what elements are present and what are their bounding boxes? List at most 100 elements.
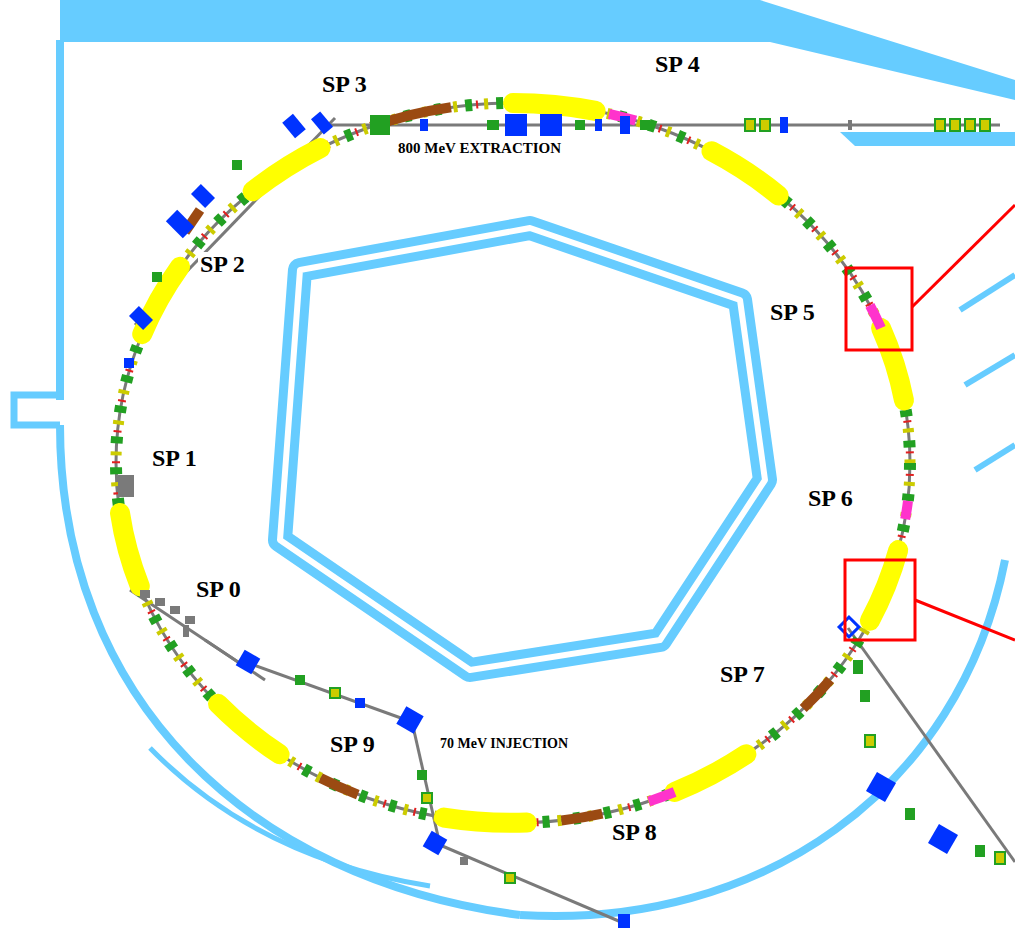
dipole-magnet bbox=[444, 818, 527, 823]
quadrupole bbox=[745, 119, 755, 131]
beam-lines bbox=[116, 103, 1015, 925]
monitor bbox=[183, 625, 189, 637]
quadrupole bbox=[975, 845, 985, 857]
quadrupole bbox=[417, 770, 427, 780]
rf-cavities bbox=[185, 107, 830, 820]
wall bbox=[60, 0, 1015, 100]
bending-magnet bbox=[505, 114, 527, 136]
bending-magnet bbox=[191, 184, 215, 208]
monitor bbox=[155, 598, 165, 606]
beamline-label: 800 MeV EXTRACTION bbox=[396, 141, 563, 157]
steering-magnet bbox=[780, 117, 788, 133]
superperiod-label: SP 1 bbox=[150, 446, 199, 471]
corrector-magnets bbox=[116, 103, 910, 823]
superperiod-label: SP 8 bbox=[610, 820, 659, 845]
highlight-boxes bbox=[845, 205, 1015, 640]
injection-line bbox=[205, 640, 265, 680]
superperiod-label: SP 5 bbox=[768, 300, 817, 325]
quadrupole bbox=[860, 690, 870, 702]
injection-line bbox=[412, 722, 440, 845]
bending-magnet bbox=[166, 210, 194, 238]
quadrupole bbox=[355, 698, 365, 708]
wall bbox=[960, 275, 1015, 310]
quadrupole-magnets bbox=[116, 103, 910, 823]
quadrupole bbox=[232, 160, 242, 170]
wall bbox=[520, 560, 1005, 916]
bending-magnet bbox=[423, 831, 448, 856]
quadrupole bbox=[950, 119, 960, 131]
dipole-magnet bbox=[675, 754, 747, 792]
monitor bbox=[460, 857, 468, 865]
superperiod-label: SP 4 bbox=[653, 52, 702, 77]
quadrupole bbox=[422, 793, 432, 803]
quadrupole bbox=[905, 808, 915, 820]
quadrupole bbox=[640, 120, 650, 130]
steering-magnet bbox=[618, 914, 630, 928]
steering-magnet bbox=[420, 119, 428, 131]
dipole-magnet bbox=[712, 151, 779, 195]
bending-magnet bbox=[311, 111, 333, 134]
inner-heptagon-core bbox=[280, 228, 765, 670]
quadrupole bbox=[295, 675, 305, 685]
dipole-magnet bbox=[120, 513, 140, 586]
quadrupole bbox=[152, 272, 162, 282]
bending-magnet bbox=[866, 772, 896, 802]
monitor bbox=[118, 475, 134, 497]
dipole-magnet bbox=[218, 704, 280, 754]
wall bbox=[56, 40, 64, 400]
building-walls bbox=[14, 0, 1015, 916]
dipole-magnets bbox=[120, 103, 904, 823]
dipole-magnet bbox=[881, 328, 904, 400]
highlight-box bbox=[845, 560, 915, 640]
steering-magnet bbox=[124, 358, 134, 368]
bending-magnet bbox=[282, 114, 306, 138]
kicker-magnet bbox=[649, 792, 675, 801]
monitor bbox=[140, 590, 150, 598]
quadrupole bbox=[980, 119, 990, 131]
quadrupole bbox=[865, 735, 875, 747]
superperiod-label: SP 9 bbox=[328, 732, 377, 757]
superperiod-label: SP 0 bbox=[194, 577, 243, 602]
wall bbox=[975, 445, 1015, 470]
wall bbox=[14, 395, 60, 425]
superperiod-label: SP 2 bbox=[198, 252, 247, 277]
bending-magnet bbox=[540, 114, 562, 136]
steering-magnet bbox=[595, 119, 602, 131]
monitor bbox=[170, 606, 180, 614]
kicker-magnet bbox=[905, 501, 908, 519]
quadrupole bbox=[330, 688, 340, 698]
quadrupole bbox=[965, 119, 975, 131]
extraction-line bbox=[330, 124, 1000, 127]
extraction-line-2 bbox=[848, 628, 1015, 862]
rf-cavity bbox=[561, 814, 602, 821]
inner-heptagon-wall bbox=[280, 228, 765, 670]
superperiod-label: SP 6 bbox=[806, 486, 855, 511]
injection-elements bbox=[118, 358, 630, 928]
monitor bbox=[848, 120, 852, 130]
leader-line bbox=[915, 600, 1015, 640]
injection-line bbox=[440, 845, 628, 925]
leader-line bbox=[912, 205, 1015, 307]
rf-cavity bbox=[321, 778, 358, 795]
quadrupole-magnets bbox=[116, 103, 910, 823]
kicker-magnet bbox=[870, 305, 881, 328]
superperiod-label: SP 7 bbox=[718, 662, 767, 687]
quadrupole bbox=[370, 115, 390, 135]
ring-beam-pipe bbox=[116, 103, 910, 823]
bending-magnet bbox=[620, 116, 630, 134]
quadrupole bbox=[760, 119, 770, 131]
extraction-elements bbox=[129, 111, 990, 330]
bending-magnet bbox=[236, 650, 261, 675]
quadrupole bbox=[935, 119, 945, 131]
septum-magnet bbox=[839, 617, 859, 637]
wall bbox=[840, 132, 1015, 146]
quadrupole bbox=[505, 873, 515, 883]
quadrupole bbox=[995, 852, 1005, 864]
bending-magnet bbox=[928, 824, 958, 854]
beamline-label: 70 MeV INJECTION bbox=[438, 737, 570, 752]
highlight-box bbox=[846, 268, 912, 350]
quadrupole bbox=[575, 120, 585, 130]
extraction-2-elements bbox=[839, 617, 1005, 864]
